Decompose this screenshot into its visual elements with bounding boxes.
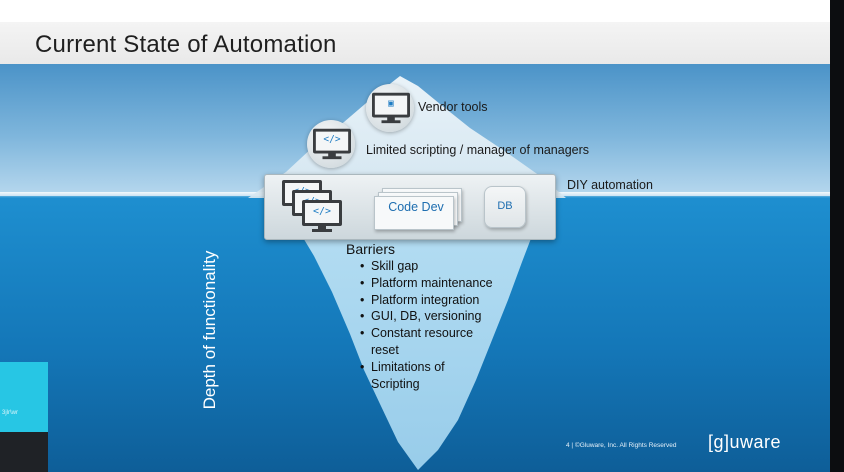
- database-icon: DB: [484, 186, 526, 228]
- barrier-item: Platform integration: [360, 292, 520, 309]
- barrier-item: Skill gap: [360, 258, 520, 275]
- depth-of-functionality-label: Depth of functionality: [200, 250, 219, 410]
- document-stack-icon: [374, 196, 454, 230]
- db-label: DB: [497, 200, 513, 212]
- vendor-tools-bubble: ▣: [366, 84, 414, 132]
- barrier-item: Constant resource reset: [360, 325, 491, 359]
- gluware-logo: [g]uware: [708, 432, 782, 452]
- barrier-item: Limitations of Scripting: [360, 359, 461, 393]
- barriers-list: Skill gap Platform maintenance Platform …: [360, 258, 520, 392]
- limited-scripting-bubble: </>: [307, 120, 355, 168]
- diy-automation-label: DIY automation: [567, 178, 653, 192]
- window-edge: [830, 0, 844, 472]
- code-dev-label: Code Dev: [388, 200, 444, 214]
- code-monitor-icon: </>: [313, 128, 351, 160]
- slide-footer: 4 | ©Gluware, Inc. All Rights Reserved: [566, 442, 677, 449]
- title-bar: [0, 22, 830, 64]
- barrier-item: Platform maintenance: [360, 275, 520, 292]
- barriers-title: Barriers: [346, 241, 396, 257]
- vendor-tools-label: Vendor tools: [418, 100, 488, 114]
- slide-title: Current State of Automation: [35, 31, 337, 58]
- overlay-caption: 3jlr\wr: [2, 410, 18, 416]
- limited-scripting-label: Limited scripting / manager of managers: [366, 143, 590, 157]
- vendor-monitor-icon: ▣: [372, 92, 410, 124]
- code-monitor-icon: </>: [302, 200, 342, 232]
- barrier-item: GUI, DB, versioning: [360, 308, 520, 325]
- video-overlay-bar: [0, 432, 48, 472]
